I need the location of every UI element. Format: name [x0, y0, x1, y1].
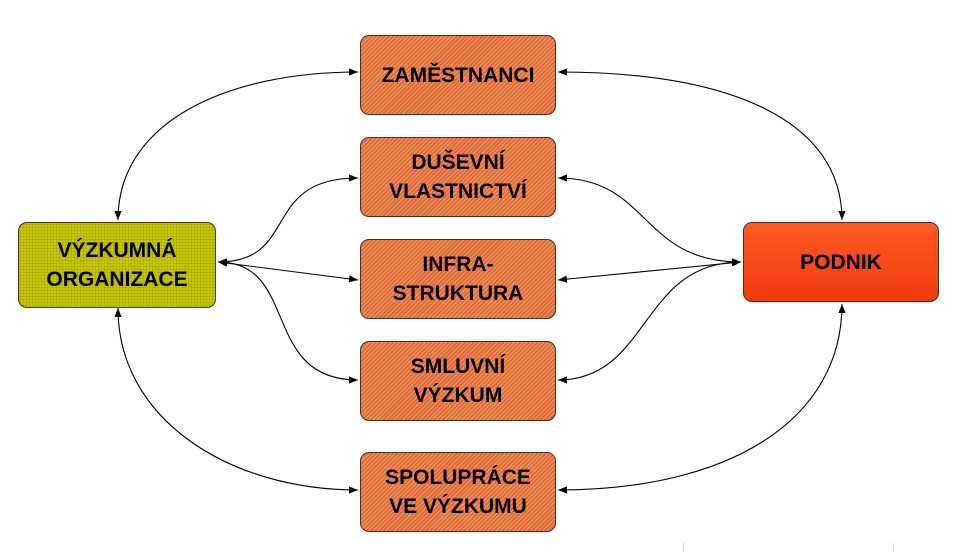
edge-podnik-spoluprace: [557, 303, 846, 494]
node-dusevni-vlastnictvi: DUŠEVNÍ VLASTNICTVÍ: [360, 137, 556, 217]
footer-divider-left: [683, 543, 684, 552]
edge-org-dusevni: [217, 174, 359, 266]
edge-podnik-smluvni: [557, 258, 742, 384]
edge-podnik-dusevni: [557, 174, 742, 266]
edge-org-infra: [217, 259, 359, 283]
footer-divider-right: [893, 543, 894, 552]
node-vyzkumna-organizace: VÝZKUMNÁ ORGANIZACE: [18, 222, 216, 308]
edge-podnik-infra: [557, 259, 742, 283]
node-spoluprace-ve-vyzkumu: SPOLUPRÁCE VE VÝZKUMU: [360, 452, 556, 532]
edge-org-spoluprace: [114, 307, 359, 494]
node-smluvni-vyzkum: SMLUVNÍ VÝZKUM: [360, 341, 556, 421]
edge-podnik-zamestnanci: [557, 68, 846, 221]
node-podnik: PODNIK: [743, 222, 939, 302]
edge-org-smluvni: [217, 258, 359, 384]
edge-org-zamestnanci: [114, 68, 359, 221]
node-infrastruktura: INFRA- STRUKTURA: [360, 239, 556, 319]
node-zamestnanci: ZAMĚSTNANCI: [360, 35, 556, 115]
